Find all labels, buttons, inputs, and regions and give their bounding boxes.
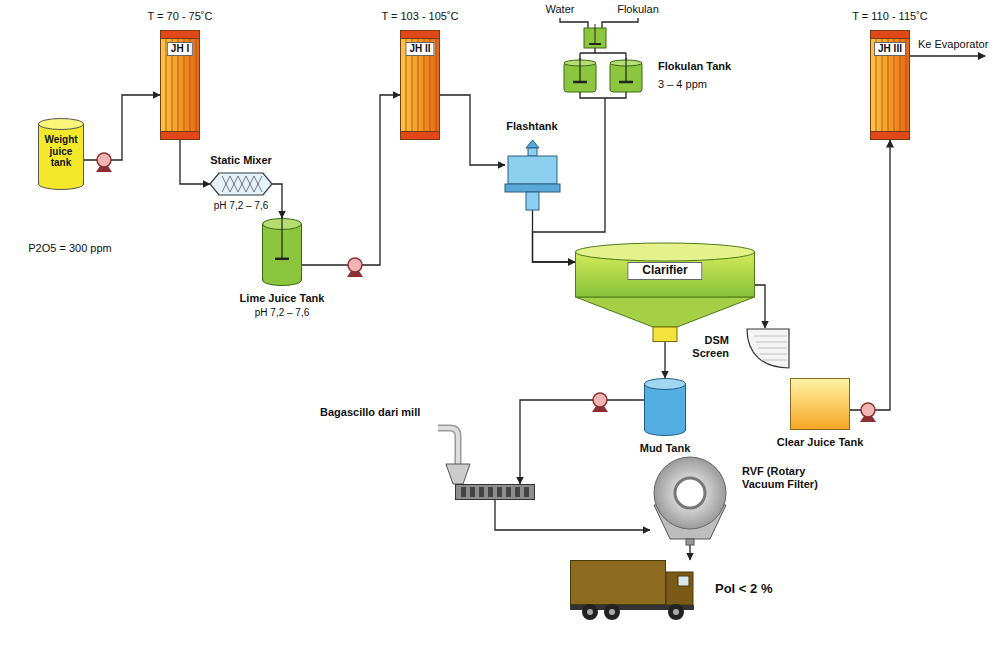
flow-line (180, 140, 210, 184)
flow-line (755, 285, 765, 328)
flash-tank-shape (505, 140, 560, 210)
screw-conveyor-shape (455, 484, 535, 500)
flow-line (440, 95, 505, 165)
tag-label: JH I (167, 42, 193, 56)
screw-conveyor: Bagascillo dari mill (455, 484, 535, 500)
equipment-label: pH 7,2 – 7,6 (214, 200, 268, 212)
flow-line (689, 545, 690, 560)
flow-line (533, 210, 576, 262)
clear-juice-tank: Clear Juice Tank (790, 378, 850, 430)
tag-label: Clarifier (627, 262, 702, 280)
flow-label: Water (546, 3, 575, 16)
pump-symbol (96, 153, 112, 172)
equipment-label: Mud Tank (640, 442, 691, 455)
equipment-label: T = 103 - 105˚C (381, 10, 458, 23)
rotary-vacuum-filter-shape (650, 455, 730, 545)
mud-truck: Pol < 2 % (570, 560, 695, 622)
equipment-label: RVF (Rotary Vacuum Filter) (742, 465, 837, 490)
flow-line (520, 400, 644, 484)
flow-label: Ke Evaporator (918, 38, 988, 51)
pump-symbol (347, 258, 363, 277)
equipment-label: Clear Juice Tank (777, 436, 864, 449)
equipment-label: 3 – 4 ppm (658, 78, 707, 91)
flow-line (302, 95, 400, 265)
equipment-label: Bagascillo dari mill (320, 406, 420, 419)
mud-tank-shape (644, 378, 686, 436)
flow-label: Flokulan (617, 3, 659, 16)
dsm-screen-shape (735, 328, 790, 370)
clarifier-shape (575, 242, 755, 342)
equipment-label: Static Mixer (210, 154, 272, 167)
flocculant-tank-shape (560, 58, 652, 102)
flow-line (495, 500, 650, 530)
evaporator-arrow (910, 55, 985, 56)
juice-heater: T = 70 - 75˚CJH I (160, 30, 200, 140)
juice-heater: T = 103 - 105˚CJH II (400, 30, 440, 140)
equipment-label: Pol < 2 % (715, 582, 772, 597)
tag-label: JH II (405, 42, 434, 56)
lime-juice-tank-shape (262, 218, 302, 286)
static-mixer-shape (210, 172, 272, 196)
bagacillo-hopper (438, 428, 470, 484)
mud-tank: Mud Tank (644, 378, 686, 436)
mud-truck-shape (570, 560, 695, 622)
dsm-screen: DSM Screen (735, 328, 790, 370)
flow-line (850, 140, 890, 410)
flocculant-mixer (560, 18, 638, 62)
flash-tank: Flashtank (505, 140, 560, 210)
juice-heater: T = 110 - 115˚CJH III (870, 30, 910, 140)
weight-juice-tank: Weight juice tankP2O5 = 300 ppm (38, 118, 84, 190)
equipment-label: T = 70 - 75˚C (148, 10, 213, 23)
flocculant-tank: Flokulan Tank3 – 4 ppm (560, 58, 652, 102)
clear-juice-tank-shape (790, 378, 850, 430)
static-mixer: Static MixerpH 7,2 – 7,6 (210, 172, 272, 196)
pump-symbol (860, 403, 876, 422)
equipment-label: Flokulan Tank (658, 60, 731, 73)
clarifier: Clarifier (575, 242, 755, 342)
equipment-label: Lime Juice Tank (240, 292, 325, 305)
flow-line (272, 184, 282, 218)
equipment-label: Weight juice tank (39, 134, 83, 169)
equipment-label: Flashtank (506, 120, 557, 133)
lime-juice-tank: Lime Juice TankpH 7,2 – 7,6 (262, 218, 302, 286)
rotary-vacuum-filter: RVF (Rotary Vacuum Filter) (650, 455, 730, 545)
pump-symbol (592, 393, 608, 412)
tag-label: JH III (874, 42, 906, 56)
equipment-label: T = 110 - 115˚C (852, 10, 928, 23)
flow-line (84, 95, 160, 160)
flow-line (664, 342, 665, 378)
equipment-label: DSM Screen (679, 334, 729, 359)
equipment-label: pH 7,2 – 7,6 (255, 307, 309, 319)
equipment-label: P2O5 = 300 ppm (28, 242, 111, 255)
